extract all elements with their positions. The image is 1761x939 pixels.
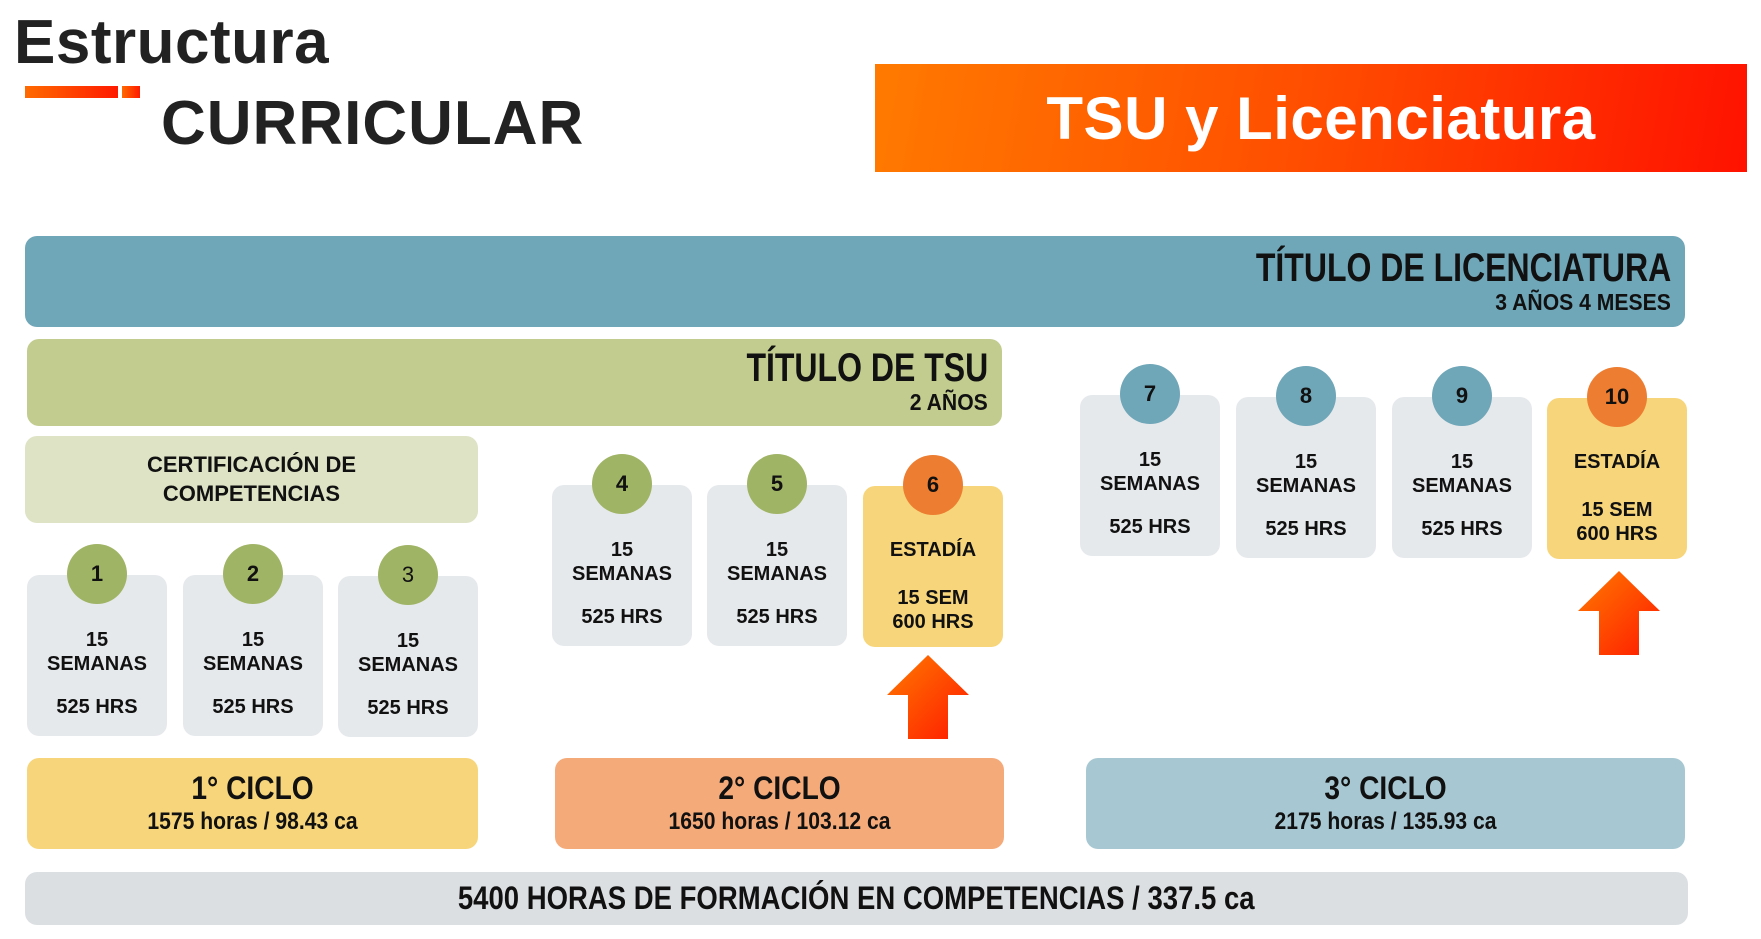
total-hours-text: 5400 HORAS DE FORMACIÓN EN COMPETENCIAS …: [458, 880, 1255, 916]
quarter-number-badge: 9: [1432, 366, 1492, 426]
quarter-number-badge: 8: [1276, 366, 1336, 426]
quarter-weeks: 15: [1138, 449, 1162, 471]
quarter-number-badge: 1: [67, 544, 127, 604]
quarter-number-badge: 7: [1120, 364, 1180, 424]
quarter-hours: 525 HRS: [1421, 518, 1503, 540]
cycle-3-box: 3° CICLO 2175 horas / 135.93 ca: [1086, 758, 1685, 849]
quarter-number-badge: 3: [378, 545, 438, 605]
cycle-2-box: 2° CICLO 1650 horas / 103.12 ca: [555, 758, 1004, 849]
cycle-hours: 1575 horas / 98.43 ca: [147, 808, 358, 835]
quarter-number-badge: 5: [747, 454, 807, 514]
quarter-hours: 525 HRS: [1265, 518, 1347, 540]
quarter-hours: 525 HRS: [212, 696, 294, 718]
quarter-weeks: 15: [765, 539, 789, 561]
quarter-weeks: 15: [1450, 451, 1474, 473]
tsu-title: TÍTULO DE TSU: [746, 346, 988, 390]
tsu-duration: 2 AÑOS: [910, 389, 988, 415]
total-hours-bar: 5400 HORAS DE FORMACIÓN EN COMPETENCIAS …: [25, 872, 1688, 925]
quarter-weeks-label: SEMANAS: [1411, 475, 1512, 498]
tsu-title-bar: TÍTULO DE TSU 2 AÑOS: [27, 339, 1002, 426]
cycle-name: 3° CICLO: [1324, 770, 1447, 806]
quarter-weeks-label: SEMANAS: [46, 653, 147, 676]
cycle-name: 1° CICLO: [191, 770, 314, 806]
arrow-up-icon: [887, 655, 969, 739]
quarter-weeks: 15: [396, 630, 420, 652]
quarter-weeks-label: SEMANAS: [202, 653, 303, 676]
quarter-hours: 525 HRS: [581, 606, 663, 628]
quarter-number-badge: 2: [223, 544, 283, 604]
cycle-hours: 2175 horas / 135.93 ca: [1274, 808, 1497, 835]
estadia-weeks: 15 SEM: [897, 587, 969, 609]
certification-box: CERTIFICACIÓN DE COMPETENCIAS: [25, 436, 478, 523]
estadia-hours: 600 HRS: [1576, 523, 1658, 546]
quarter-weeks-label: SEMANAS: [571, 563, 672, 586]
quarter-number-badge: 10: [1587, 367, 1647, 427]
certification-line1: CERTIFICACIÓN DE: [147, 451, 356, 477]
page-title-line2: CURRICULAR: [161, 89, 585, 158]
quarter-weeks-label: SEMANAS: [1255, 475, 1356, 498]
accent-bar-short: [122, 86, 140, 98]
cycle-hours: 1650 horas / 103.12 ca: [668, 808, 891, 835]
cycle-name: 2° CICLO: [718, 770, 841, 806]
quarter-weeks-label: SEMANAS: [357, 654, 458, 677]
quarter-number-badge: 4: [592, 454, 652, 514]
quarter-hours: 525 HRS: [1109, 516, 1191, 538]
certification-line2: COMPETENCIAS: [162, 480, 341, 506]
quarter-weeks: 15: [241, 629, 265, 651]
estadia-label: ESTADÍA: [889, 539, 977, 561]
quarter-weeks-label: SEMANAS: [1099, 473, 1200, 496]
quarter-hours: 525 HRS: [56, 696, 138, 718]
cycle-1-box: 1° CICLO 1575 horas / 98.43 ca: [27, 758, 478, 849]
banner-title: TSU y Licenciatura: [1046, 84, 1596, 152]
estadia-weeks: 15 SEM: [1581, 499, 1653, 521]
licenciatura-title: TÍTULO DE LICENCIATURA: [1255, 246, 1671, 290]
quarter-weeks: 15: [1294, 451, 1318, 473]
estadia-hours: 600 HRS: [892, 611, 974, 634]
header-banner: TSU y Licenciatura: [875, 64, 1747, 172]
licenciatura-title-bar: TÍTULO DE LICENCIATURA 3 AÑOS 4 MESES: [25, 236, 1685, 327]
quarter-hours: 525 HRS: [736, 606, 818, 628]
licenciatura-duration: 3 AÑOS 4 MESES: [1495, 289, 1671, 315]
accent-bar-long: [25, 86, 118, 98]
quarter-weeks-label: SEMANAS: [726, 563, 827, 586]
arrow-up-icon: [1578, 571, 1660, 655]
quarter-weeks: 15: [85, 629, 109, 651]
page-title-line1: Estructura: [14, 8, 330, 77]
estadia-label: ESTADÍA: [1573, 451, 1661, 473]
quarter-weeks: 15: [610, 539, 634, 561]
quarter-hours: 525 HRS: [367, 697, 449, 719]
quarter-number-badge: 6: [903, 455, 963, 515]
